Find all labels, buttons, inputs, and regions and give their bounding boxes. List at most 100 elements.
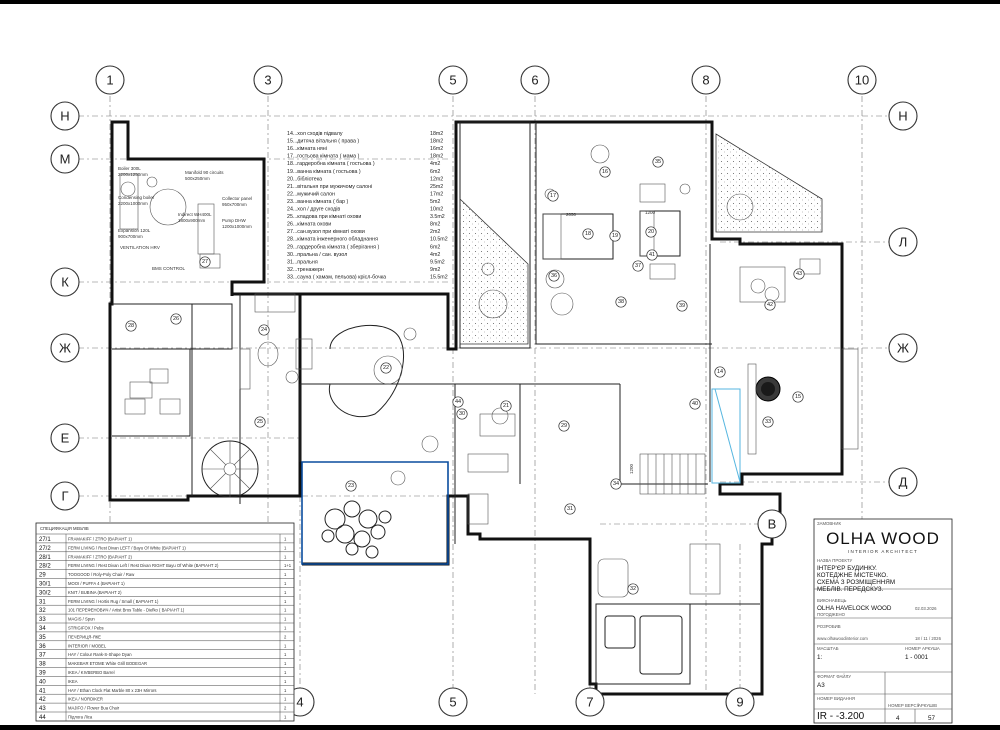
spec-row-desc: ПЕЧЕРИЦЯ-ЯКЕ (68, 634, 101, 639)
title-block: ЗАМОВНИК OLHA WOOD INTERIOR ARCHITECT НА… (813, 518, 953, 724)
spec-row-number: 42 (39, 697, 46, 703)
room-marker (500, 400, 512, 412)
spec-row-number: 30/1 (39, 582, 51, 588)
room-list-label: 25...кладова при кімнаті охови (287, 214, 361, 220)
room-list-area: 6m2 (430, 169, 440, 175)
room-list-area: 25m2 (430, 184, 443, 190)
room-number: 25 (257, 419, 263, 425)
eq-collector: Collector panel (222, 196, 252, 201)
axis-left-m: М (50, 144, 80, 174)
tb-code: IR - -3.200 (817, 711, 865, 722)
room-number: 30 (459, 411, 465, 417)
walls (108, 120, 844, 696)
room-marker (547, 190, 559, 202)
spec-row-desc: FRAMAKIFF / ZTRO (ВАРІАНТ 1) (68, 537, 132, 542)
eq-dim-7: 1200x1000mm (222, 224, 252, 229)
spec-row-number: 28/1 (39, 555, 51, 561)
room-list-area: 3.5m2 (430, 214, 445, 220)
room-marker (676, 300, 688, 312)
room-list-label: 24...хол / друге сходів (287, 207, 340, 213)
axis-bottom-7: 7 (575, 687, 605, 717)
spec-row-qty: 2 (284, 634, 287, 639)
axis-right-n: Н (888, 101, 918, 131)
room-number: 43 (796, 271, 802, 277)
room-marker (646, 249, 658, 261)
room-marker (456, 408, 468, 420)
room-number: 39 (679, 303, 685, 309)
spec-row-qty: 1 (284, 617, 287, 622)
svg-text:7: 7 (586, 695, 593, 710)
room-number: 23 (348, 483, 354, 489)
room-number: 40 (692, 401, 698, 407)
axis-left-n: Н (50, 101, 80, 131)
spec-row-number: 44 (39, 715, 46, 721)
tb-total-label: АРКУШІВ (918, 703, 937, 708)
room-list-label: 17...гостьова кімната ( мама ) (287, 154, 360, 160)
tb-client-label: ЗАМОВНИК (817, 521, 841, 526)
room-marker (558, 420, 570, 432)
axis-left-k: К (50, 267, 80, 297)
room-number: 37 (635, 263, 641, 269)
axis-bottom-5: 5 (438, 687, 468, 717)
spec-row-desc: HAY / Ethan Clock Flat Marble 80 x 23H M… (68, 688, 157, 693)
room-number: 20 (648, 229, 654, 235)
brand-logo: OLHA WOOD (826, 529, 940, 548)
svg-text:Д: Д (899, 475, 908, 490)
eq-dim-6: 950x700mm (222, 202, 247, 207)
spec-row-number: 38 (39, 662, 46, 668)
spec-row-number: 31 (39, 599, 46, 605)
spec-row-number: 37 (39, 653, 46, 659)
spec-row-qty: 1 (284, 537, 287, 542)
spec-title: СПЕЦИФІКАЦІЯ МЕБЛІВ (40, 526, 89, 531)
spec-row-desc: MOOI / PUFFA 4 (ВАРІАНТ 1) (68, 581, 125, 586)
tb-project-title-1: ІНТЕР'ЄР БУДИНКУ. (817, 565, 877, 572)
tb-format-label: ФОРМАТ ФАЙЛУ (817, 674, 851, 679)
spec-row-number: 39 (39, 671, 46, 677)
room-list-label: 20...бібліотека (287, 176, 322, 182)
spec-row-desc: Підлога Ліса (68, 715, 93, 720)
axis-bottom-9: 9 (725, 687, 755, 717)
tb-sheet-label: НОМЕР АРКУША (905, 646, 940, 651)
room-number: 36 (551, 273, 557, 279)
tb-date-small: 02.03.2026 (915, 606, 937, 611)
room-marker (689, 398, 701, 410)
svg-text:Г: Г (61, 489, 68, 504)
room-number: 21 (503, 403, 509, 409)
spec-row-qty: 1 (284, 652, 287, 657)
room-list-area: 15.5m2 (430, 274, 448, 280)
room-marker (610, 478, 622, 490)
eq-dim-5: 1800x900mm (178, 218, 206, 223)
svg-text:1: 1 (106, 73, 113, 88)
room-number: 34 (613, 481, 619, 487)
spec-row-qty: 1 (284, 608, 287, 613)
spec-row-qty: 1 (284, 661, 287, 666)
room-marker (345, 480, 357, 492)
room-marker (199, 256, 211, 268)
room-number: 14 (717, 369, 723, 375)
axis-left-g: Г (50, 481, 80, 511)
room-list-area: 5m2 (430, 199, 440, 205)
furniture (119, 144, 859, 675)
axis-left-zh: Ж (50, 333, 80, 363)
tb-scale-value: 1: (817, 654, 823, 661)
room-list-label: 19...ванна кімната ( гостьова ) (287, 169, 361, 175)
room-number: 18 (585, 231, 591, 237)
spec-row-desc: FERM LIVING / Rest Divan LEFT / Bayu Of … (68, 545, 186, 550)
room-list-label: 14...хол сходів підвалу (287, 131, 343, 137)
eq-dim-3: 900x700mm (118, 234, 143, 239)
axis-right-d: Д (888, 467, 918, 497)
room-number: 28 (128, 323, 134, 329)
room-marker (792, 391, 804, 403)
tb-author-label: ВИКОНАВЕЦЬ (817, 598, 847, 603)
axis-right-zh: Ж (888, 333, 918, 363)
eq-condensing: Condensing boiler (118, 195, 155, 200)
room-number: 42 (767, 302, 773, 308)
room-list-label: 32...тренажерн (287, 267, 324, 273)
room-list-area: 6m2 (430, 244, 440, 250)
room-list-label: 27...сан.вузол при кімнаті охови (287, 229, 365, 235)
svg-text:Н: Н (898, 109, 907, 124)
spec-row-number: 34 (39, 626, 46, 632)
room-marker (609, 230, 621, 242)
